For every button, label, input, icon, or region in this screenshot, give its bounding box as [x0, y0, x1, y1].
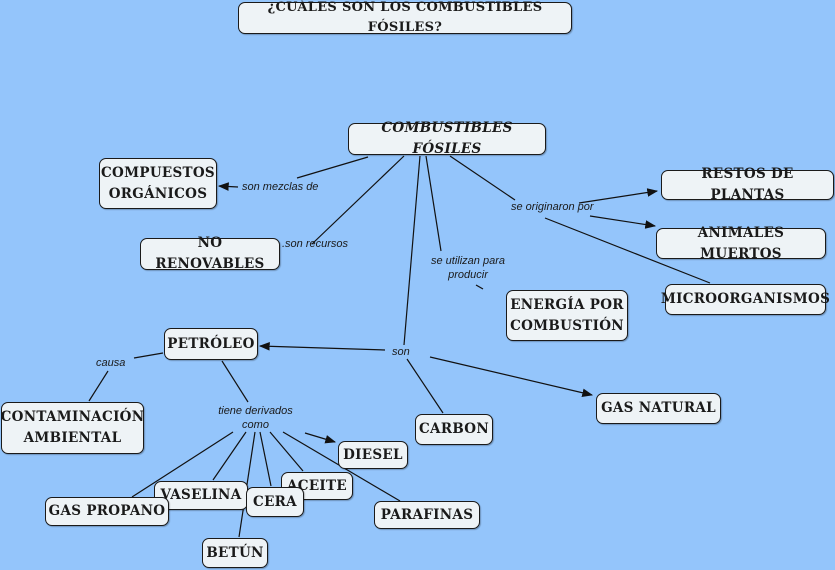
node-betun[interactable]: BETÚN [202, 538, 268, 568]
node-contaminacion-ambiental[interactable]: CONTAMINACIÓN AMBIENTAL [1, 402, 144, 454]
node-microorganismos[interactable]: MICROORGANISMOS [661, 284, 830, 315]
link-label-causa: causa [96, 357, 126, 369]
link-label-se-utilizan-para-producir: se utilizan para producir [431, 255, 505, 281]
node-restos-de-plantas[interactable]: RESTOS DE PLANTAS [661, 166, 834, 203]
node-animales-muertos[interactable]: ANIMALES MUERTOS [656, 225, 826, 262]
node-gas-propano[interactable]: GAS PROPANO [45, 497, 169, 526]
line-utilizan-energia [475, 284, 484, 290]
line-comb-utilizan [425, 155, 442, 252]
line-petroleo-causa [133, 352, 164, 359]
arrow-to-restos [578, 188, 659, 204]
arrow-to-animales [589, 215, 657, 229]
link-label-tiene-derivados-como: tiene derivados como [218, 405, 293, 431]
node-vaselina[interactable]: VASELINA [154, 481, 248, 510]
line-tiene-vaselina [212, 431, 247, 481]
arrow-to-gas-natural [429, 356, 594, 397]
arrow-to-petroleo [258, 341, 386, 351]
line-causa-contam [88, 370, 109, 402]
line-comb-mezclas [296, 156, 369, 179]
line-tiene-cera [259, 431, 272, 487]
node-carbon[interactable]: CARBON [415, 414, 493, 445]
node-cera[interactable]: CERA [246, 487, 304, 517]
link-label-son-mezclas-de: son mezclas de [242, 181, 319, 193]
line-son-carbon [406, 358, 444, 414]
arrow-to-diesel [304, 432, 337, 444]
node-diesel[interactable]: DIESEL [338, 441, 408, 469]
line-tiene-aceite [269, 431, 304, 472]
line-tiene-propano [131, 431, 234, 498]
node-no-renovables[interactable]: NO RENOVABLES [140, 235, 280, 272]
node-energia-por-combustion[interactable]: ENERGÍA POR COMBUSTIÓN [506, 290, 628, 341]
link-label-son-recursos: .son recursos [282, 238, 349, 250]
line-comb-son [403, 155, 421, 346]
node-compuestos-organicos[interactable]: COMPUESTOS ORGÁNICOS [99, 158, 217, 209]
line-comb-originaron [449, 155, 516, 201]
link-label-se-originaron-por: se originaron por [511, 201, 594, 213]
arrow-to-compuestos [217, 182, 239, 191]
line-petroleo-tiene [221, 360, 249, 403]
link-label-son: son [392, 346, 410, 358]
line-comb-recursos [311, 155, 405, 245]
node-petroleo[interactable]: PETRÓLEO [164, 328, 258, 360]
line-to-micro [544, 217, 711, 284]
node-parafinas[interactable]: PARAFINAS [374, 501, 480, 529]
node-gas-natural[interactable]: GAS NATURAL [596, 393, 721, 424]
map-title: ¿CUÁLES SON LOS COMBUSTIBLES FÓSILES? [238, 0, 572, 35]
node-combustibles-fosiles[interactable]: COMBUSTIBLES FÓSILES [348, 120, 546, 157]
